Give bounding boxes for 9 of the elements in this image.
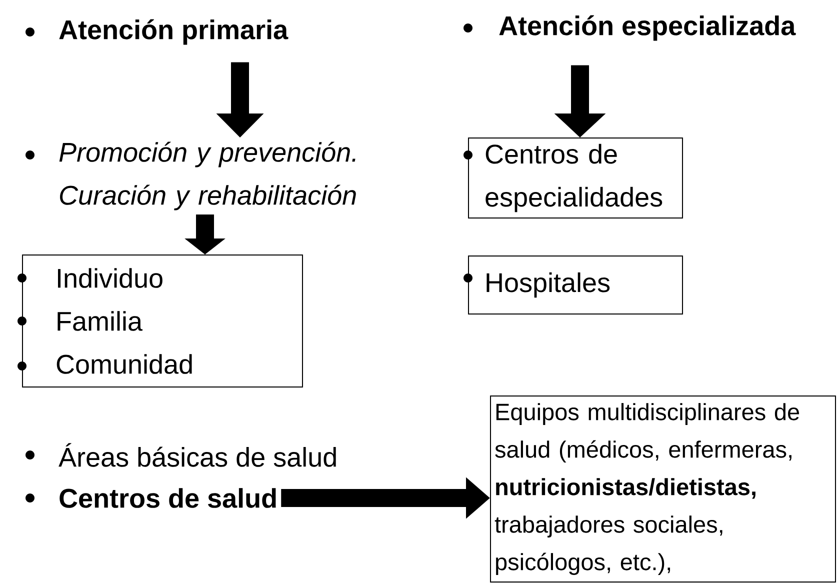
list-box: Individuo Familia Comunidad xyxy=(22,254,303,388)
label-text: Áreas básicas de salud xyxy=(58,443,336,467)
text-box: Hospitales xyxy=(468,256,683,314)
heading-text: Atención primaria xyxy=(59,19,288,45)
text-box: Centros de especialidades xyxy=(468,138,683,218)
heading-text: Centros de salud xyxy=(60,488,276,508)
heading-text: Atención especializada xyxy=(499,15,796,41)
body-text: Promoción y prevención. Curación y rehabilitación xyxy=(59,142,356,210)
text-box: Equipos multidisciplinares de salud (médicos, enfermeras, nutricionistas/dietistas, trabajadores sociales, psicólogos, etc.), xyxy=(490,396,836,582)
